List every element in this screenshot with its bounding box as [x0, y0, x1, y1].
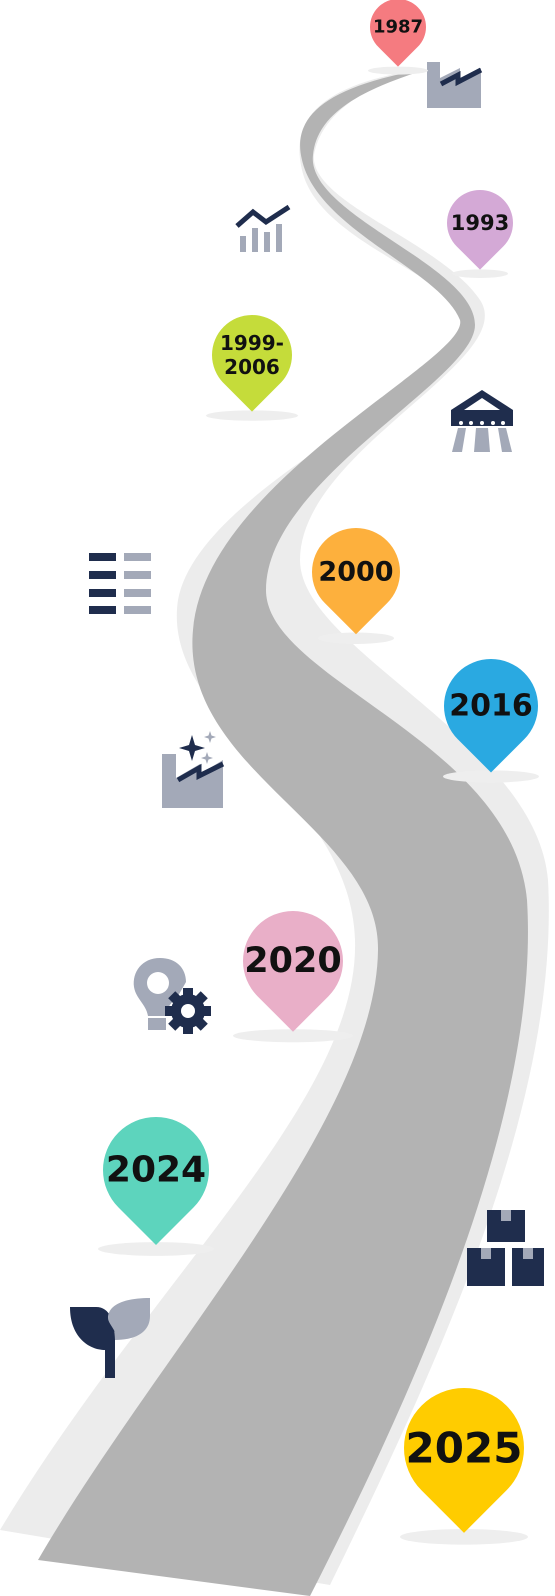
sprout-icon — [70, 1298, 150, 1378]
milestone-pin-2025: 2025 — [400, 1388, 528, 1545]
pin-year-label: 2020 — [244, 941, 341, 981]
pin-year-label: 1993 — [451, 211, 509, 235]
milestone-pins: 1987 1993 1999-2006 2000 2016 2020 2024 2025 — [98, 0, 539, 1545]
pin-year-label: 2024 — [106, 1150, 206, 1191]
milestone-pin-2024: 2024 — [98, 1117, 214, 1256]
pin-marker — [243, 911, 343, 1032]
growth-chart-icon — [235, 204, 291, 252]
factory-icon — [427, 62, 483, 108]
pin-marker — [212, 314, 292, 412]
pin-year-label: 2006 — [224, 355, 280, 379]
milestone-pin-1999-2006: 1999-2006 — [206, 314, 298, 421]
pin-year-label: 2016 — [449, 689, 533, 724]
boxes-icon — [467, 1210, 544, 1286]
pin-ground-shadow — [400, 1529, 528, 1545]
pin-ground-shadow — [233, 1029, 353, 1043]
pin-year-label: 2000 — [318, 557, 393, 588]
pin-marker — [102, 1117, 209, 1245]
pin-ground-shadow — [318, 632, 394, 644]
pin-marker — [370, 0, 426, 67]
innovation-gear-icon — [133, 958, 211, 1034]
pin-ground-shadow — [206, 410, 298, 421]
road — [38, 72, 528, 1596]
pin-marker — [312, 528, 401, 635]
pin-marker — [443, 659, 538, 773]
pin-marker — [404, 1388, 524, 1533]
pin-marker — [447, 190, 513, 270]
pin-year-label: 1999- — [220, 331, 284, 355]
market-stall-icon — [451, 390, 513, 452]
pin-ground-shadow — [452, 269, 508, 278]
milestone-pin-2020: 2020 — [233, 911, 353, 1043]
milestone-pin-1993: 1993 — [447, 190, 513, 278]
milestone-pin-2000: 2000 — [312, 528, 401, 644]
list-icon — [89, 553, 151, 614]
pin-ground-shadow — [368, 66, 428, 75]
pin-year-label: 1987 — [373, 17, 423, 38]
smart-factory-icon — [162, 731, 225, 808]
pin-ground-shadow — [443, 770, 539, 783]
milestone-pin-1987: 1987 — [368, 0, 428, 75]
pin-year-label: 2025 — [406, 1424, 523, 1473]
milestone-pin-2016: 2016 — [443, 659, 539, 783]
pin-ground-shadow — [98, 1242, 214, 1256]
